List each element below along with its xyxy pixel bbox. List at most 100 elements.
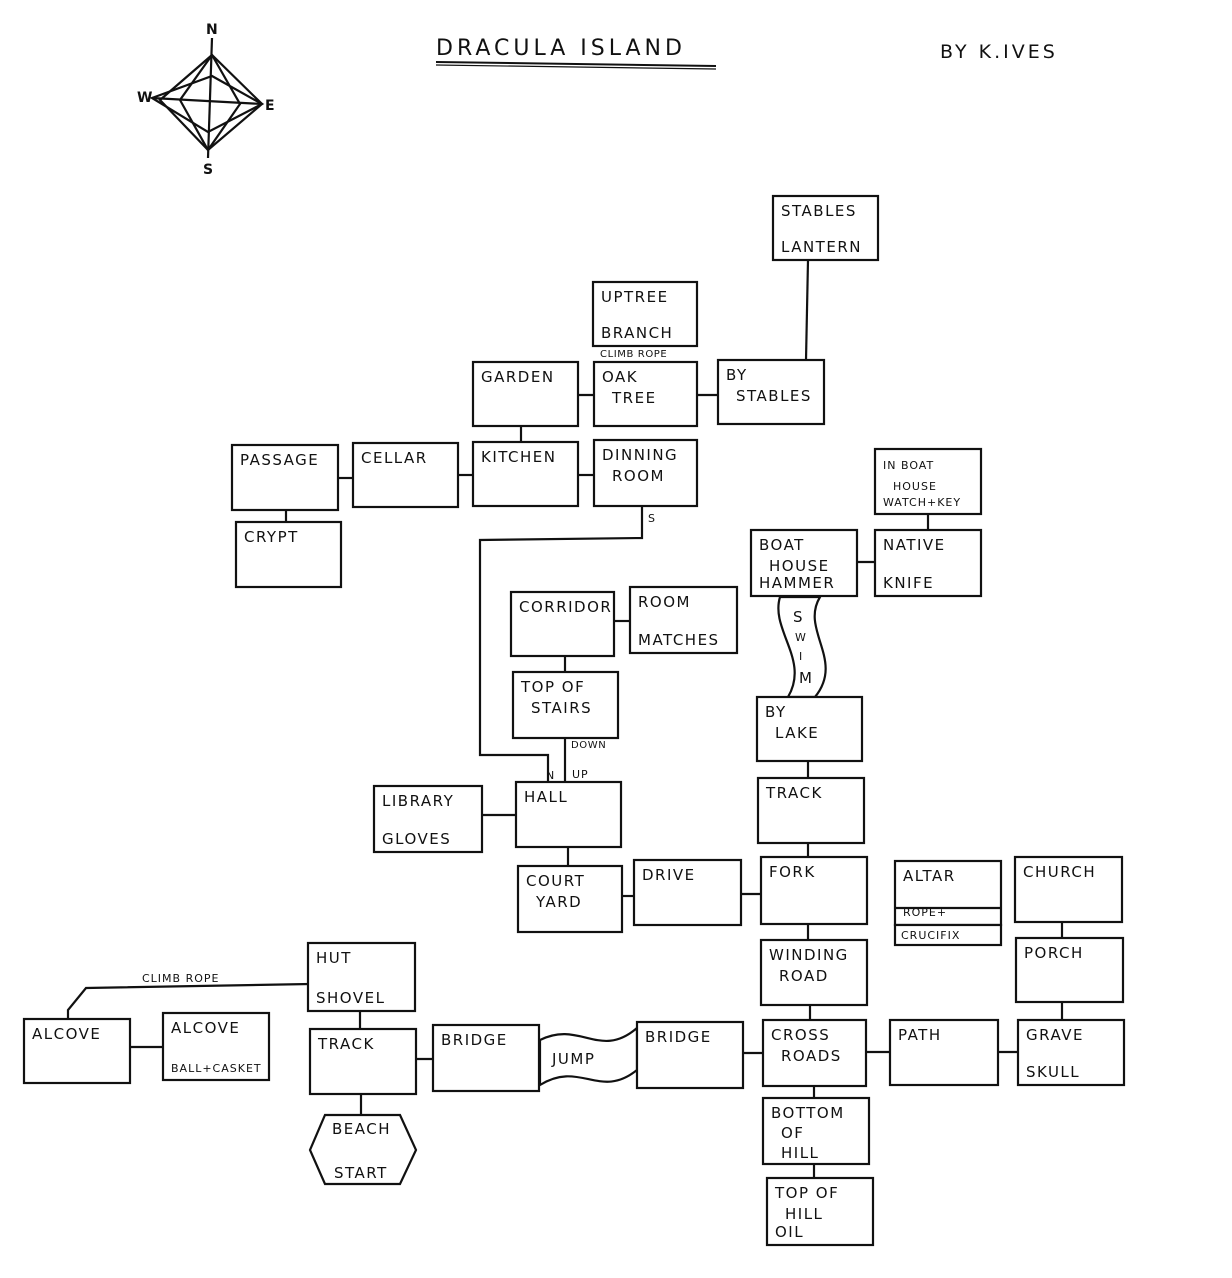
room-fork: FORK	[759, 855, 869, 926]
compass-e: E	[265, 98, 275, 114]
climb-rope-label: CLIMB ROPE	[600, 349, 667, 360]
room-drive: DRIVE	[632, 858, 743, 927]
room-title: STAIRS	[531, 699, 592, 717]
room-oak-tree: OAK TREE	[592, 360, 699, 428]
room-box	[1013, 855, 1124, 924]
room-item: WATCH+KEY	[883, 496, 961, 509]
room-item: BALL+CASKET	[171, 1062, 262, 1075]
room-title: BY	[765, 703, 787, 721]
south-label: S	[648, 512, 656, 525]
room-title: TOP OF	[520, 678, 585, 696]
swim-letter: M	[799, 669, 813, 687]
room-title: CRYPT	[244, 528, 299, 546]
room-box	[716, 358, 826, 426]
room-box	[592, 438, 699, 508]
room-title: FORK	[769, 863, 816, 881]
swim-letter: S	[793, 608, 804, 626]
room-passage: PASSAGE	[230, 443, 340, 512]
room-item: MATCHES	[638, 631, 720, 649]
room-box	[308, 1027, 418, 1096]
room-title: BEACH	[332, 1120, 391, 1138]
room-title: BY	[726, 366, 748, 384]
map-author: BY K.IVES	[940, 41, 1058, 63]
room-title: HILL	[781, 1144, 819, 1162]
room-title: OAK	[602, 368, 638, 386]
room-box	[749, 528, 859, 598]
room-box	[759, 938, 869, 1007]
room-box	[873, 447, 983, 516]
room-item: CRUCIFIX	[901, 929, 960, 942]
map-title: DRACULA ISLAND	[436, 36, 686, 61]
room-title: ROAD	[779, 967, 829, 985]
down-label: DOWN	[571, 740, 606, 751]
room-box	[509, 590, 616, 658]
room-title: GRAVE	[1026, 1026, 1084, 1044]
room-item: SKULL	[1026, 1063, 1080, 1081]
room-title: CELLAR	[361, 449, 428, 467]
room-item: GLOVES	[382, 830, 451, 848]
room-box	[234, 520, 343, 589]
room-box	[511, 670, 620, 740]
connections	[66, 259, 1064, 1178]
north-label: N	[546, 769, 555, 782]
room-box	[873, 528, 983, 598]
room-title: KITCHEN	[481, 448, 557, 466]
room-alcove-west: ALCOVE	[22, 1017, 132, 1085]
room-bridge-east: BRIDGE	[635, 1020, 745, 1090]
room-title: HILL	[785, 1205, 823, 1223]
room-box	[372, 784, 484, 854]
room-title: STABLES	[781, 202, 857, 220]
room-box	[471, 360, 580, 428]
link-stables-bystables	[804, 259, 810, 361]
room-box	[761, 1096, 871, 1166]
up-label: UP	[572, 768, 589, 781]
room-box	[351, 441, 460, 509]
room-title: BRIDGE	[645, 1028, 712, 1046]
room-in-boat-house: IN BOAT HOUSE WATCH+KEY	[873, 447, 983, 516]
room-bridge-west: BRIDGE	[431, 1023, 541, 1093]
room-hall: HALL	[514, 780, 623, 849]
room-box	[514, 780, 623, 849]
room-winding-road: WINDING ROAD	[759, 938, 869, 1007]
room-title: BOTTOM	[771, 1104, 845, 1122]
room-kitchen: KITCHEN	[471, 440, 580, 508]
room-box	[765, 1176, 875, 1247]
swim-passage: S W I M	[777, 595, 827, 699]
room-crypt: CRYPT	[234, 520, 343, 589]
room-box	[759, 855, 869, 926]
climb-rope-hut-label: CLIMB ROPE	[142, 972, 219, 985]
room-title: TRACK	[765, 784, 823, 802]
room-title: HOUSE	[893, 480, 937, 493]
room-top-of-stairs: TOP OF STAIRS	[511, 670, 620, 740]
room-title: WINDING	[769, 946, 849, 964]
room-box	[230, 443, 340, 512]
room-corridor: CORRIDOR	[509, 590, 616, 658]
room-track-north: TRACK	[756, 776, 866, 845]
room-track-south: TRACK	[308, 1027, 418, 1096]
room-box	[761, 1018, 868, 1088]
room-grave: GRAVE SKULL	[1016, 1018, 1126, 1087]
room-cellar: CELLAR	[351, 441, 460, 509]
room-title: ROOM	[612, 467, 665, 485]
room-title: STABLES	[736, 387, 812, 405]
room-title: PORCH	[1024, 944, 1084, 962]
room-box	[771, 194, 880, 262]
room-path: PATH	[888, 1018, 1000, 1087]
link-hut-alcove	[66, 982, 311, 1019]
room-title: TREE	[611, 389, 657, 407]
room-item: START	[334, 1164, 388, 1182]
room-church: CHURCH	[1013, 855, 1124, 924]
room-title: IN BOAT	[883, 459, 934, 472]
title-underline-2	[435, 64, 717, 70]
room-title: YARD	[535, 893, 582, 911]
room-title: DRIVE	[642, 866, 696, 884]
